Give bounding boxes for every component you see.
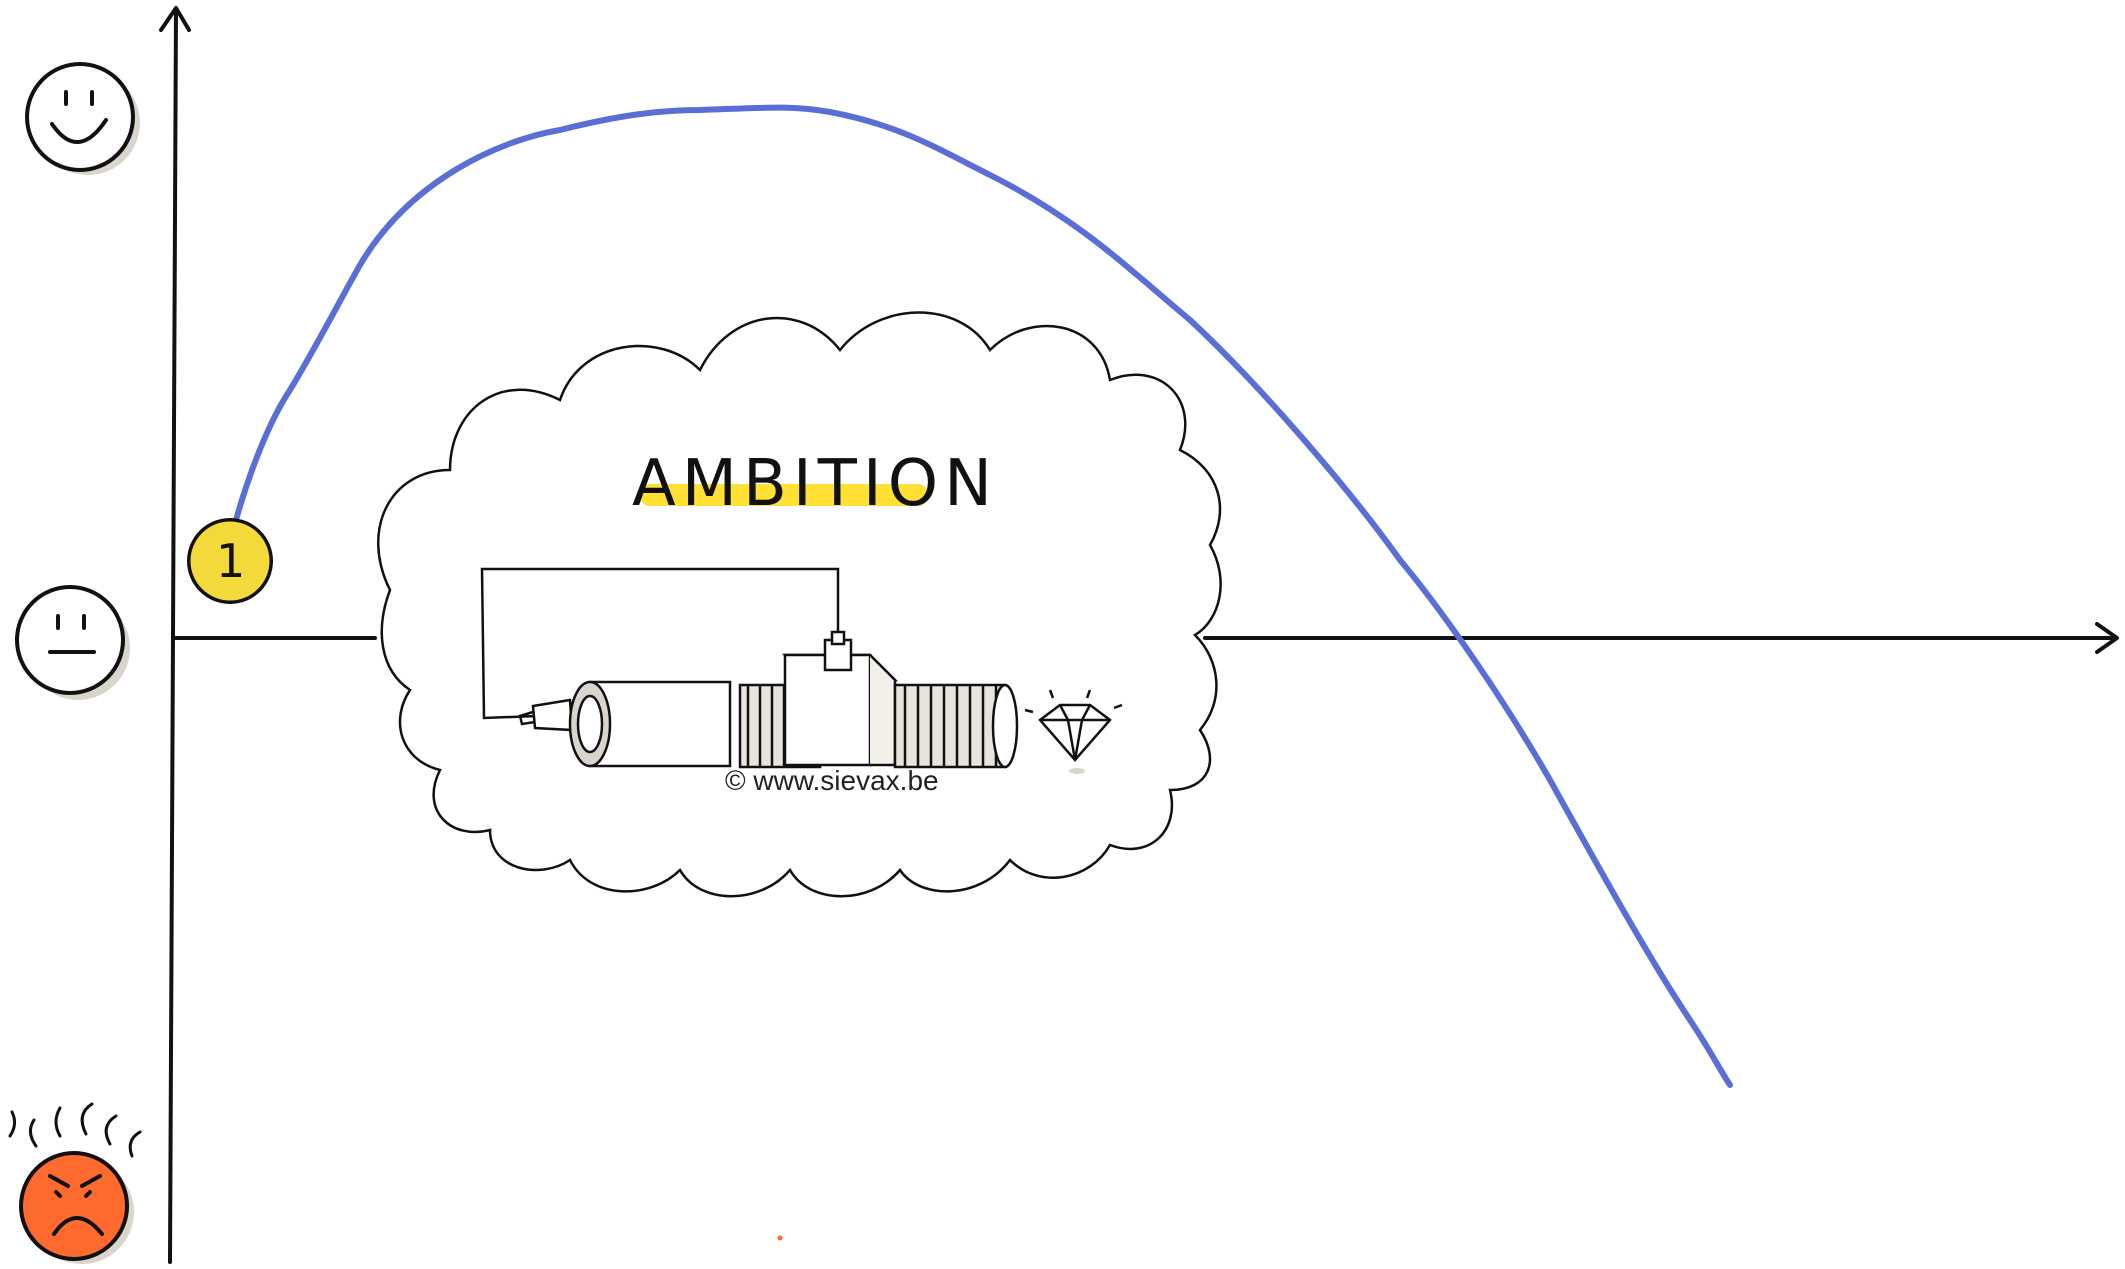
copyright-text: © www.sievax.be bbox=[725, 765, 939, 796]
thought-cloud bbox=[377, 311, 1222, 898]
diagram-title: AMBITION bbox=[632, 447, 998, 521]
step-number: 1 bbox=[216, 534, 245, 588]
title-highlight bbox=[640, 484, 928, 506]
stray-dot bbox=[777, 1235, 783, 1241]
angry-face-icon bbox=[8, 1102, 142, 1264]
neutral-face-icon bbox=[15, 585, 130, 700]
step-badge: 1 bbox=[187, 518, 273, 604]
x-axis bbox=[174, 622, 2119, 654]
happy-face-icon bbox=[25, 62, 140, 175]
ambition-machine-illustration bbox=[480, 567, 1123, 774]
ambition-curve bbox=[233, 104, 1733, 1088]
y-axis bbox=[159, 6, 191, 1264]
